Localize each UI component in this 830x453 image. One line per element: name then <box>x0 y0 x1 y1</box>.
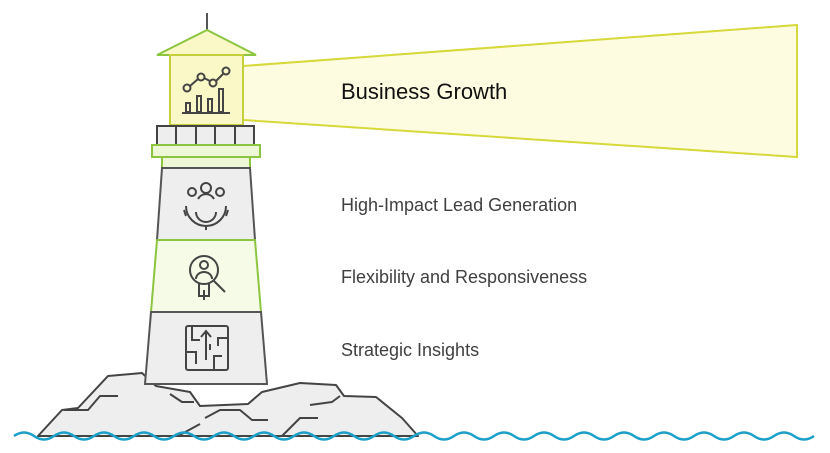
rocks <box>37 372 419 437</box>
lighthouse-roof <box>156 28 257 56</box>
gallery-railing <box>156 125 255 146</box>
light-beam <box>242 23 798 159</box>
lantern-room <box>169 54 244 126</box>
tower-cap <box>161 156 251 169</box>
team-gear-icon <box>183 182 229 230</box>
maze-arrows-icon <box>185 325 229 371</box>
item-label-flexibility: Flexibility and Responsiveness <box>341 267 588 287</box>
growth-chart-icon <box>182 66 231 114</box>
item-label-lead-generation: High-Impact Lead Generation <box>341 195 578 215</box>
water-waves <box>13 431 815 441</box>
item-label-strategic-insights: Strategic Insights <box>341 340 480 360</box>
person-magnifier-icon <box>189 255 226 300</box>
gallery-deck <box>151 144 261 158</box>
tower-band-2 <box>149 239 263 313</box>
diagram-title: Business Growth <box>341 79 508 104</box>
